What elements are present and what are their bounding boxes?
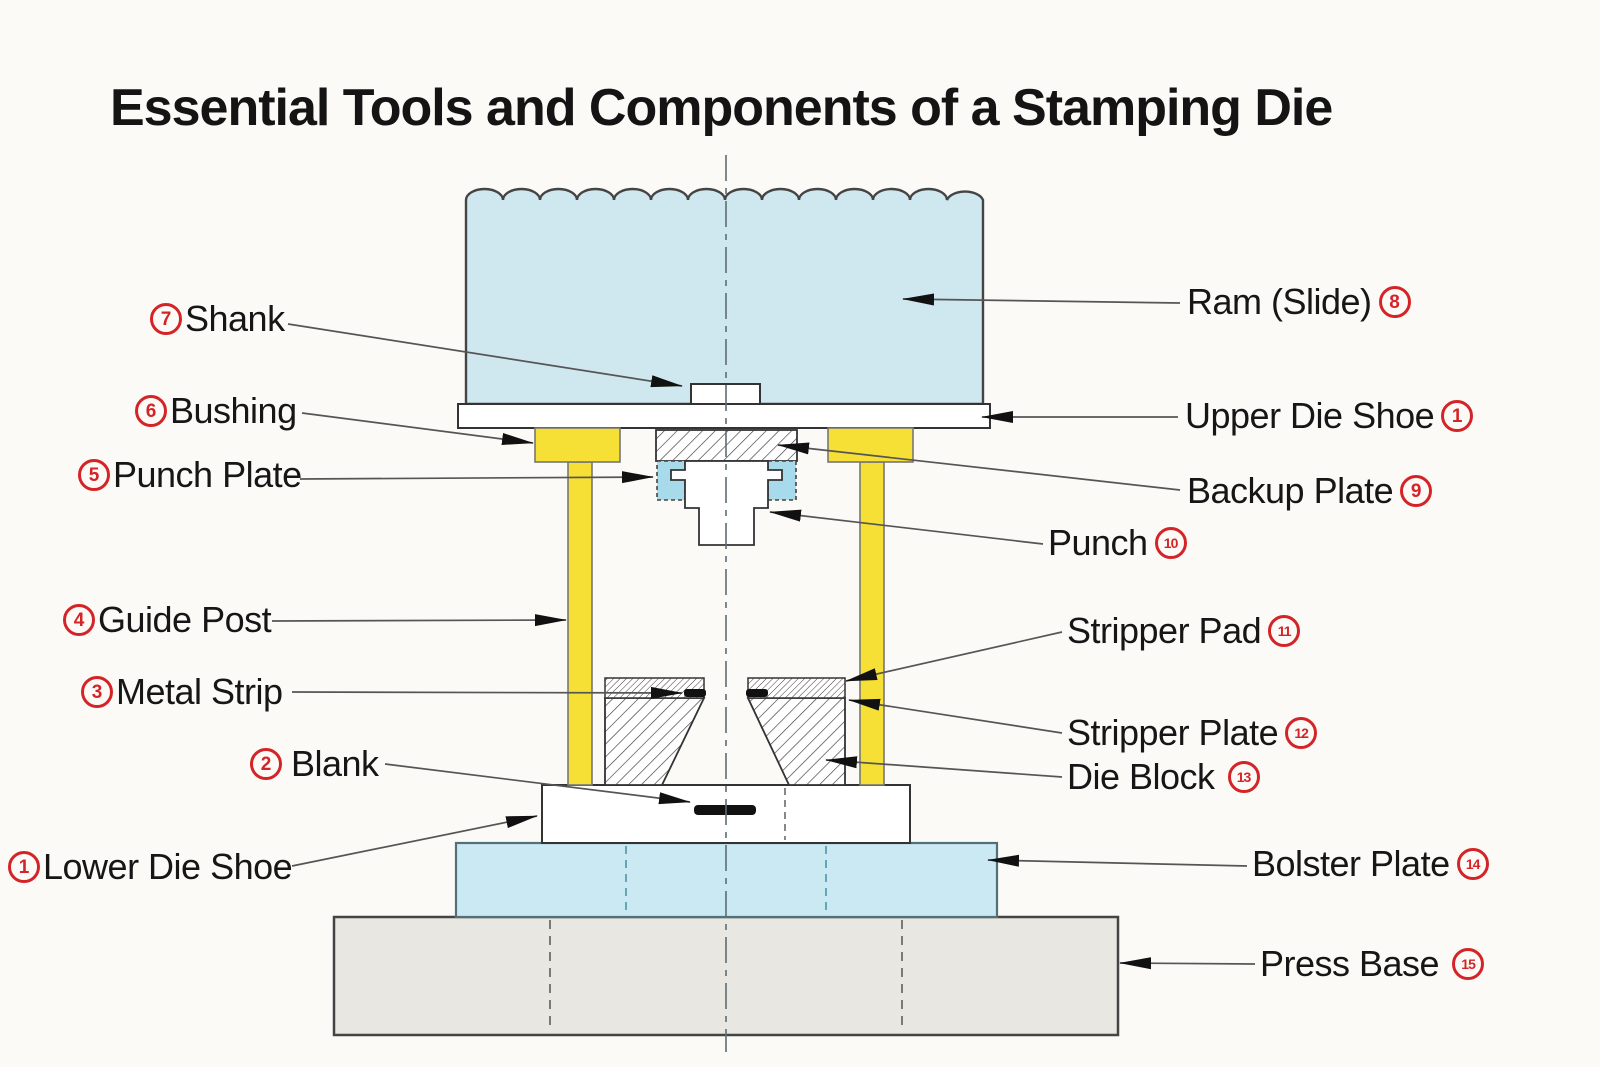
leader-shank: [287, 323, 683, 388]
label-shank: 7 Shank: [150, 301, 285, 337]
leader-stripper-plate: [848, 698, 1063, 734]
label-guide-post-text: Guide Post: [98, 599, 272, 640]
die-block-shape: [604, 697, 846, 786]
badge-1: 1: [8, 851, 40, 883]
label-ram: Ram (Slide) 8: [1187, 284, 1411, 320]
label-upper-die-shoe-text: Upper Die Shoe: [1185, 395, 1435, 436]
label-bushing-text: Bushing: [170, 390, 297, 431]
leader-lines: [271, 293, 1256, 970]
label-bolster-plate: Bolster Plate 14: [1252, 846, 1489, 882]
leader-punch: [769, 509, 1044, 545]
stripper-plate-shape: [604, 677, 846, 699]
guide-post-right-shape: [859, 461, 885, 786]
label-press-base-text: Press Base: [1260, 943, 1440, 984]
label-upper-die-shoe: Upper Die Shoe 1: [1185, 395, 1474, 436]
metal-strip-shape: [684, 689, 768, 697]
label-bolster-plate-text: Bolster Plate: [1252, 843, 1450, 884]
badge-15: 15: [1452, 948, 1485, 980]
badge-1-upper: 1: [1441, 400, 1474, 432]
leader-metal-strip: [291, 686, 683, 699]
label-punch-plate-text: Punch Plate: [113, 454, 302, 495]
label-metal-strip-text: Metal Strip: [116, 671, 283, 712]
label-punch-text: Punch: [1048, 522, 1148, 563]
leader-lower-die-shoe: [291, 815, 538, 867]
badge-2: 2: [250, 748, 282, 780]
label-stripper-plate-text: Stripper Plate: [1067, 712, 1279, 753]
badge-5: 5: [78, 459, 110, 491]
ram-shape: [464, 187, 985, 406]
label-lower-die-shoe: 1 Lower Die Shoe: [8, 846, 293, 887]
label-punch-plate: 5 Punch Plate: [78, 457, 302, 493]
label-shank-text: Shank: [185, 298, 285, 339]
badge-11: 11: [1268, 615, 1301, 647]
label-bushing: 6 Bushing: [135, 393, 297, 429]
label-guide-post: 4 Guide Post: [63, 599, 272, 640]
label-blank: 2 Blank: [250, 746, 379, 782]
leader-stripper-pad: [845, 631, 1063, 682]
label-backup-plate-text: Backup Plate: [1187, 470, 1394, 511]
label-punch: Punch 10: [1048, 525, 1187, 561]
label-metal-strip: 3 Metal Strip: [81, 674, 283, 710]
badge-14: 14: [1456, 848, 1489, 880]
leader-punch-plate: [299, 471, 654, 484]
label-stripper-pad: Stripper Pad 11: [1067, 610, 1301, 651]
leader-die-block: [825, 756, 1063, 778]
badge-13: 13: [1227, 761, 1260, 793]
leader-press-base: [1119, 957, 1256, 970]
leader-bushing: [301, 412, 534, 445]
label-ram-text: Ram (Slide): [1187, 281, 1372, 322]
label-blank-text: Blank: [291, 743, 379, 784]
label-backup-plate: Backup Plate 9: [1187, 470, 1433, 511]
bushing-right-shape: [827, 427, 914, 463]
badge-6: 6: [135, 395, 167, 427]
badge-4: 4: [63, 604, 95, 636]
badge-12: 12: [1285, 717, 1318, 749]
bushing-left-shape: [534, 427, 621, 463]
leader-ram: [902, 293, 1181, 306]
leader-backup-plate: [777, 442, 1181, 491]
label-stripper-plate: Stripper Plate 12: [1067, 712, 1318, 753]
leader-blank: [384, 763, 691, 805]
badge-9: 9: [1400, 475, 1433, 507]
badge-10: 10: [1154, 527, 1187, 559]
blank-shape: [694, 805, 756, 815]
label-die-block-text: Die Block: [1067, 756, 1215, 797]
leader-bolster-plate: [987, 854, 1248, 867]
badge-3: 3: [81, 676, 113, 708]
leader-guide-post: [271, 614, 567, 627]
label-lower-die-shoe-text: Lower Die Shoe: [43, 846, 293, 887]
upper-die-shoe-shape: [457, 403, 991, 429]
badge-7: 7: [150, 303, 182, 335]
guide-post-left-shape: [567, 461, 593, 786]
label-stripper-pad-text: Stripper Pad: [1067, 610, 1262, 651]
page-title: Essential Tools and Components of a Stam…: [110, 79, 1333, 137]
label-press-base: Press Base 15: [1260, 943, 1485, 984]
label-die-block: Die Block 13: [1067, 759, 1260, 795]
badge-8: 8: [1378, 286, 1411, 318]
